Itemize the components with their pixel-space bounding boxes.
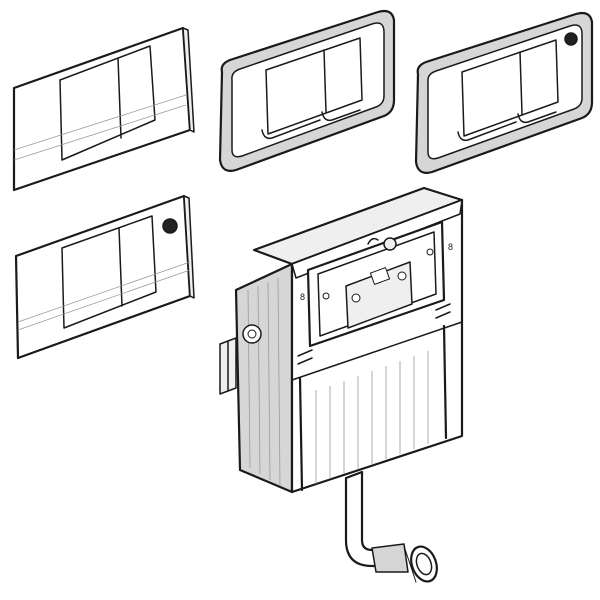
flush-plate-1 xyxy=(12,26,195,192)
sensor-icon xyxy=(564,32,578,46)
flush-plate-2 xyxy=(218,9,396,172)
cistern-label-left: 8 xyxy=(300,292,305,302)
sensor-icon xyxy=(162,218,178,234)
flush-plate-3 xyxy=(414,11,594,174)
flush-pipe xyxy=(344,470,438,583)
cistern-label-right: 8 xyxy=(448,242,453,252)
concealed-cistern: 8 8 xyxy=(219,186,464,494)
flush-plate-4 xyxy=(14,194,195,360)
